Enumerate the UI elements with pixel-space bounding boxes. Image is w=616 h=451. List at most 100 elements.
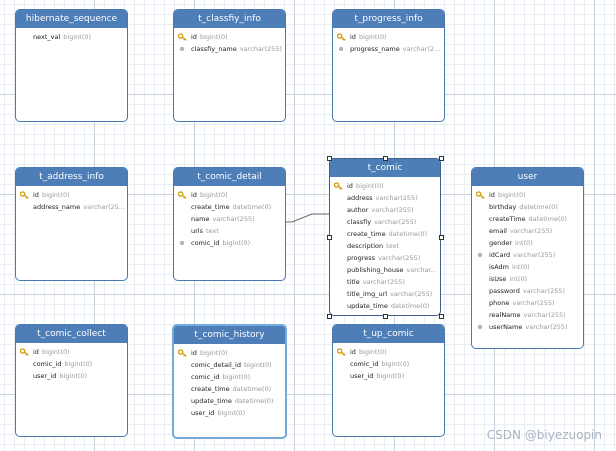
- field-name: createTime: [489, 215, 526, 223]
- resize-handle[interactable]: [326, 313, 332, 319]
- field-type: bigint(0): [358, 33, 387, 41]
- index-dot-icon: [180, 47, 184, 51]
- field-name: comic_id: [191, 373, 220, 381]
- field-name: comic_detail_id: [191, 361, 241, 369]
- field-type: bigint(0): [41, 191, 70, 199]
- field-type: datetime(0): [234, 397, 274, 405]
- relation-line[interactable]: [286, 213, 329, 223]
- resize-handle[interactable]: [326, 234, 332, 240]
- field-name: progress: [347, 254, 376, 262]
- field-name: id: [191, 33, 197, 41]
- field-type: datetime(0): [519, 203, 558, 211]
- field-type: varchar(255): [374, 218, 417, 226]
- resize-handle[interactable]: [326, 155, 332, 161]
- field-type: datetime(0): [232, 385, 272, 393]
- field-name: name: [191, 215, 210, 223]
- field-type: varchar(255): [525, 323, 568, 331]
- table-title: t_comic_detail: [174, 168, 285, 186]
- primary-key-icon: [336, 33, 346, 41]
- field-name: id: [191, 349, 197, 357]
- resize-handle[interactable]: [438, 313, 444, 319]
- resize-handle[interactable]: [438, 234, 444, 240]
- field-type: bigint(0): [41, 348, 70, 356]
- field-name: isUse: [489, 275, 507, 283]
- field-type: bigint(0): [199, 191, 228, 199]
- field-type: bigint(0): [199, 349, 228, 357]
- field-name: title_img_url: [347, 290, 388, 298]
- index-dot-icon: [478, 253, 482, 257]
- table-title: t_comic_collect: [16, 325, 127, 343]
- field-type: varchar(2...: [402, 45, 441, 53]
- field-type: varchar(255): [371, 206, 414, 214]
- field-name: create_time: [191, 385, 230, 393]
- field-name: userName: [489, 323, 523, 331]
- resize-handle[interactable]: [438, 155, 444, 161]
- resize-handle[interactable]: [382, 313, 388, 319]
- field-name: isAdm: [489, 263, 509, 271]
- resize-handle[interactable]: [382, 155, 388, 161]
- index-dot-icon: [180, 241, 184, 245]
- field-name: phone: [489, 299, 510, 307]
